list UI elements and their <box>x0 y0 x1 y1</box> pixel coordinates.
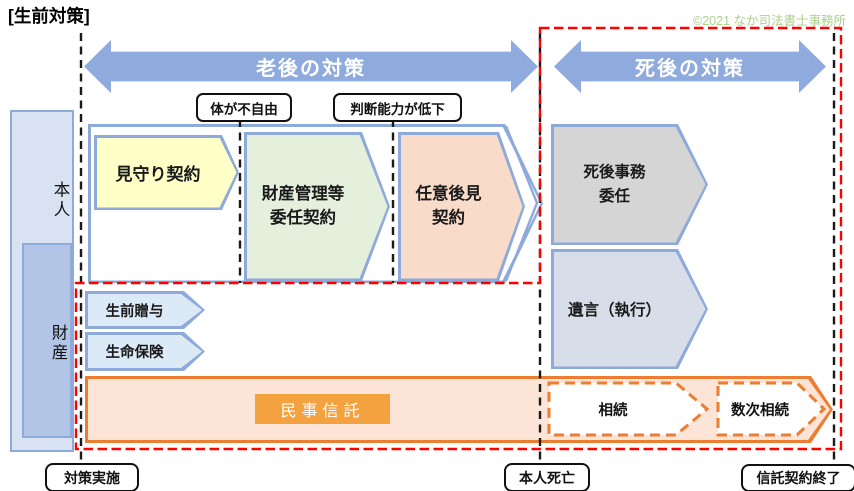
measure-zaisan-kanri-keiyaku: 財産管理等 委任契約 <box>244 132 390 281</box>
after-death-measures-arrow: 死後の対策 <box>554 40 826 93</box>
measure-suji-sozoku-label: 数次相続 <box>731 402 789 419</box>
assets-row-box: 財産 <box>22 243 72 438</box>
measure-mimamori-keiyaku: 見守り契約 <box>94 135 239 210</box>
measure-shigo-jimu-label: 死後事務 委任 <box>583 164 646 205</box>
milestone-start-label: 対策実施 <box>45 463 139 491</box>
measure-shigo-jimu-inin: 死後事務 委任 <box>551 124 708 245</box>
after-death-measures-arrow-label: 死後の対策 <box>635 58 745 80</box>
measure-mimamori-label: 見守り契約 <box>115 165 201 184</box>
milestone-trust-end-label: 信託契約終了 <box>741 464 854 491</box>
measure-seimei-hoken-label: 生命保険 <box>105 345 164 361</box>
measure-seizen-zoyo: 生前贈与 <box>85 291 205 329</box>
event-label-cognitive-decline: 判断能力が低下 <box>333 93 462 122</box>
measure-sozoku-label: 相続 <box>598 402 628 419</box>
page-title: [生前対策] <box>8 6 90 26</box>
copyright-text: ©2021 なか司法書士事務所 <box>693 14 846 28</box>
measure-seizen-zoyo-label: 生前贈与 <box>105 303 164 320</box>
elderly-measures-arrow: 老後の対策 <box>84 40 538 93</box>
assets-row-label: 財産 <box>49 323 67 363</box>
event-label-physical-disability: 体が不自由 <box>196 93 292 122</box>
measure-yuigon: 遺言（執行） <box>551 249 708 369</box>
milestone-death-label: 本人死亡 <box>504 463 590 491</box>
elderly-measures-arrow-label: 老後の対策 <box>256 58 366 80</box>
measure-zaisan-kanri-label: 財産管理等 委任契約 <box>261 184 345 227</box>
measure-seimei-hoken: 生命保険 <box>85 332 205 371</box>
measure-nini-koken-keiyaku: 任意後見 契約 <box>398 132 525 281</box>
measure-nini-koken-label: 任意後見 契約 <box>415 184 482 227</box>
measure-minji-shintaku-label: 民事信託 <box>255 394 390 424</box>
measure-yuigon-label: 遺言（執行） <box>567 302 661 319</box>
person-row-label: 本人 <box>51 180 69 220</box>
